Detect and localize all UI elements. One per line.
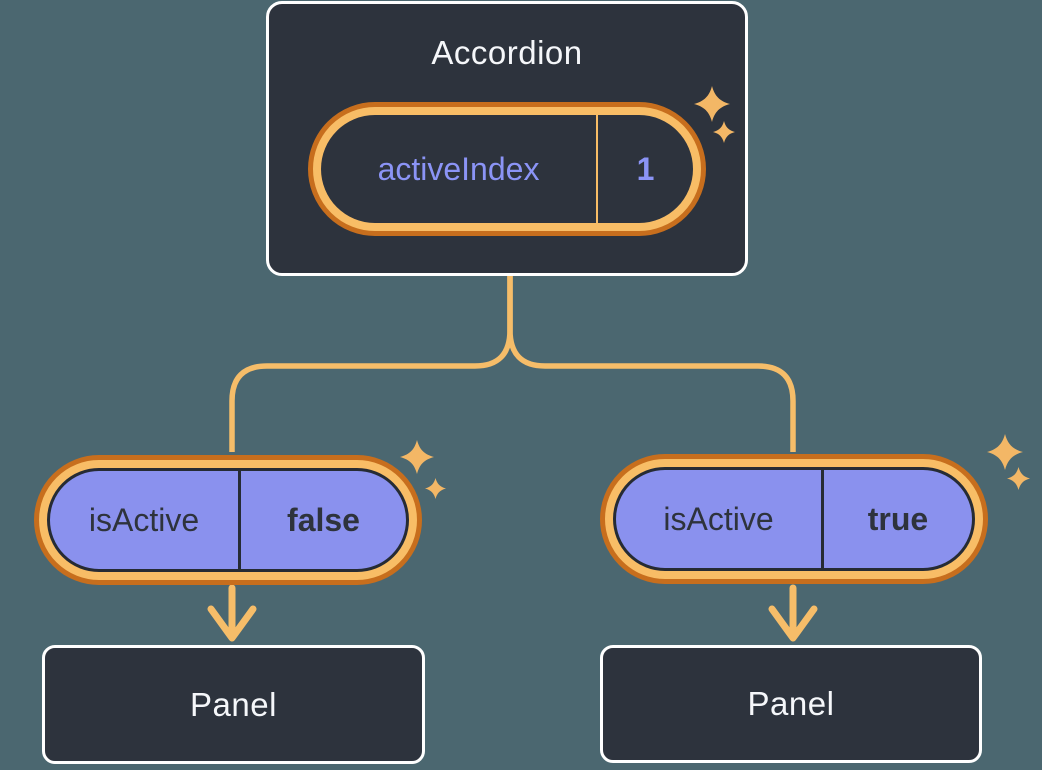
accordion-card: Accordion activeIndex 1	[266, 1, 748, 276]
state-value: 1	[636, 150, 655, 187]
sparkle-icon	[713, 121, 735, 143]
prop-value-right: true	[867, 500, 929, 537]
panel-card-right: Panel	[600, 645, 982, 763]
prop-label-right: isActive	[663, 500, 774, 537]
branch-right-line	[507, 276, 796, 452]
branch-left-line	[229, 276, 513, 452]
pill-divider	[821, 470, 824, 568]
sparkle-icon	[1007, 467, 1030, 490]
prop-label-left: isActive	[88, 501, 200, 538]
arrow-left-head	[207, 605, 257, 642]
sparkle-icon	[425, 478, 446, 499]
sparkle-icon	[694, 86, 730, 122]
prop-pill-right: isActive true	[600, 454, 988, 584]
prop-value-left: false	[287, 501, 360, 538]
pill-divider	[238, 471, 241, 569]
prop-pill-left-body: isActive false	[47, 468, 409, 572]
sparkle-icon	[987, 434, 1023, 470]
pill-divider	[596, 115, 598, 223]
prop-pill-right-body: isActive true	[613, 467, 975, 571]
prop-pill-left: isActive false	[34, 455, 422, 585]
state-label: activeIndex	[377, 150, 540, 187]
state-pill-body: activeIndex 1	[321, 115, 693, 223]
state-pill: activeIndex 1	[308, 102, 706, 236]
sparkle-icon	[400, 440, 434, 474]
panel-card-left: Panel	[42, 645, 425, 764]
arrow-right-head	[768, 605, 818, 642]
accordion-title: Accordion	[431, 34, 583, 71]
